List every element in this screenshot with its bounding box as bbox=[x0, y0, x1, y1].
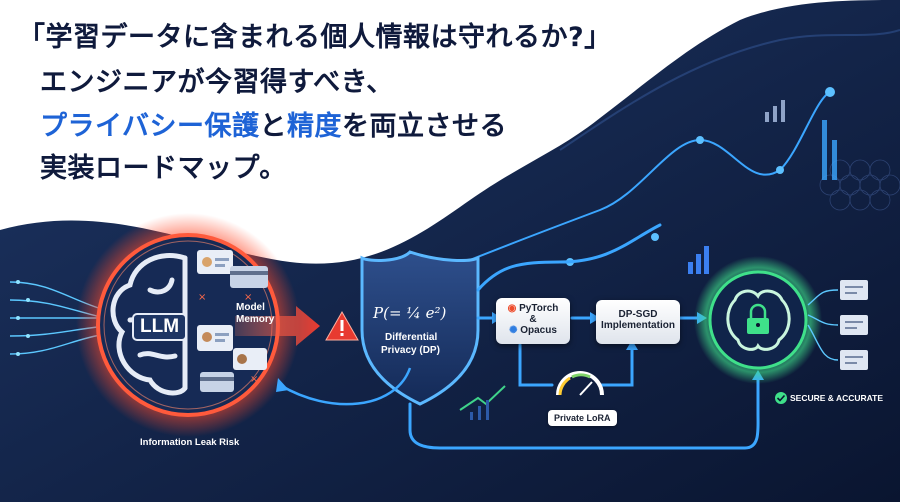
bar-icon-right bbox=[688, 246, 709, 274]
scale-texture bbox=[819, 159, 900, 211]
headline-line-1: 「学習データに含まれる個人情報は守れるか?」 bbox=[18, 22, 612, 53]
svg-text:×: × bbox=[250, 374, 258, 385]
document-icons bbox=[840, 280, 868, 370]
warning-icon bbox=[325, 310, 359, 341]
headline-line-3: プライバシー保護と精度を両立させる bbox=[40, 111, 507, 143]
gauge-icon bbox=[556, 371, 604, 396]
leak-arrow bbox=[235, 306, 320, 346]
headline-line-3-tail: を両立させる bbox=[341, 111, 507, 142]
pytorch-text: PyTorch bbox=[519, 303, 559, 314]
bar-icon-vertical bbox=[822, 120, 837, 180]
dpsgd-line2: Implementation bbox=[601, 320, 675, 331]
pytorch-icon: ◉ bbox=[507, 303, 517, 314]
lock-icon bbox=[747, 303, 769, 334]
ampersand-label: & bbox=[529, 314, 537, 325]
opacus-icon: ✺ bbox=[509, 325, 518, 336]
bar-icon-top bbox=[765, 100, 785, 122]
svg-text:×: × bbox=[244, 292, 252, 303]
secure-accurate-label: SECURE & ACCURATE bbox=[790, 393, 884, 403]
headline-line-2: エンジニアが今習得すべき、 bbox=[40, 67, 394, 98]
credit-card-icon-2 bbox=[200, 372, 234, 392]
opacus-label: ✺ Opacus bbox=[496, 325, 570, 336]
llm-label: LLM bbox=[132, 313, 188, 341]
id-card-icon-1 bbox=[197, 250, 233, 274]
return-arrow bbox=[279, 367, 412, 406]
headline-line-3-mid: と bbox=[259, 111, 287, 142]
pytorch-opacus-box: ◉ PyTorch & ✺ Opacus bbox=[496, 298, 570, 344]
leak-caption: Information Leak Risk bbox=[140, 437, 240, 448]
pipeline-flow bbox=[408, 223, 760, 450]
dp-label-line1: Differential bbox=[385, 332, 438, 343]
dpsgd-line1: DP-SGD bbox=[618, 309, 658, 320]
dp-shield bbox=[360, 250, 480, 406]
check-icon bbox=[775, 392, 787, 404]
dp-label-line2: Privacy (DP) bbox=[381, 345, 440, 356]
rising-arrow-icon bbox=[459, 385, 506, 411]
opacus-text: Opacus bbox=[520, 325, 557, 336]
highlight-accuracy: 精度 bbox=[286, 111, 342, 142]
pytorch-label: ◉ PyTorch bbox=[496, 303, 570, 314]
model-memory-label: Model Memory bbox=[236, 302, 275, 325]
wave-highlight bbox=[559, 29, 900, 151]
svg-text:×: × bbox=[198, 292, 206, 303]
dp-formula: P(= ¼ e²) bbox=[373, 304, 447, 322]
id-card-icon-2 bbox=[197, 325, 233, 351]
secure-brain-icon bbox=[726, 289, 791, 351]
input-stream-dots bbox=[16, 280, 30, 356]
id-card-icon-3 bbox=[233, 348, 267, 370]
credit-card-icon-1 bbox=[230, 266, 268, 288]
private-lora-label: Private LoRA bbox=[548, 410, 617, 426]
highlight-privacy: プライバシー保護 bbox=[40, 111, 260, 142]
dpsgd-box: DP-SGD Implementation bbox=[596, 300, 680, 344]
headline-line-4: 実装ロードマップ。 bbox=[40, 153, 287, 184]
output-lines bbox=[807, 289, 839, 361]
